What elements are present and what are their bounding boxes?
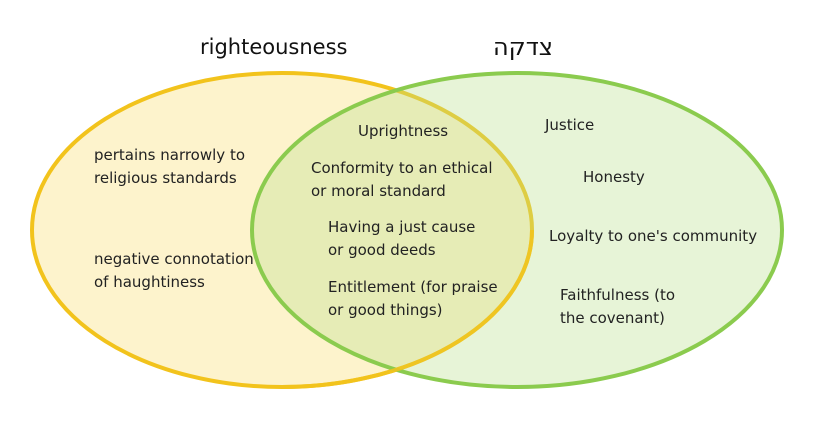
right-item: Honesty xyxy=(583,168,645,186)
righteousness-set-outline-overlap xyxy=(281,229,534,389)
overlap-item: Uprightness xyxy=(358,122,449,140)
left-item: negative connotation of haughtiness xyxy=(94,250,254,291)
right-item: Justice xyxy=(545,116,595,134)
left-item: pertains narrowly to religious standards xyxy=(94,146,246,187)
right-item: Faithfulness (to the covenant) xyxy=(560,286,675,327)
overlap-item: Conformity to an ethical or moral standa… xyxy=(311,159,493,200)
overlap-item: Entitlement (for praise or good things) xyxy=(328,278,498,319)
overlap-item: Having a just cause or good deeds xyxy=(328,218,476,259)
tsedaqah-set xyxy=(250,71,784,389)
right-item: Loyalty to one's community xyxy=(549,227,758,245)
title-tsedaqah: צדקה xyxy=(493,33,554,61)
title-righteousness: righteousness xyxy=(200,35,348,59)
